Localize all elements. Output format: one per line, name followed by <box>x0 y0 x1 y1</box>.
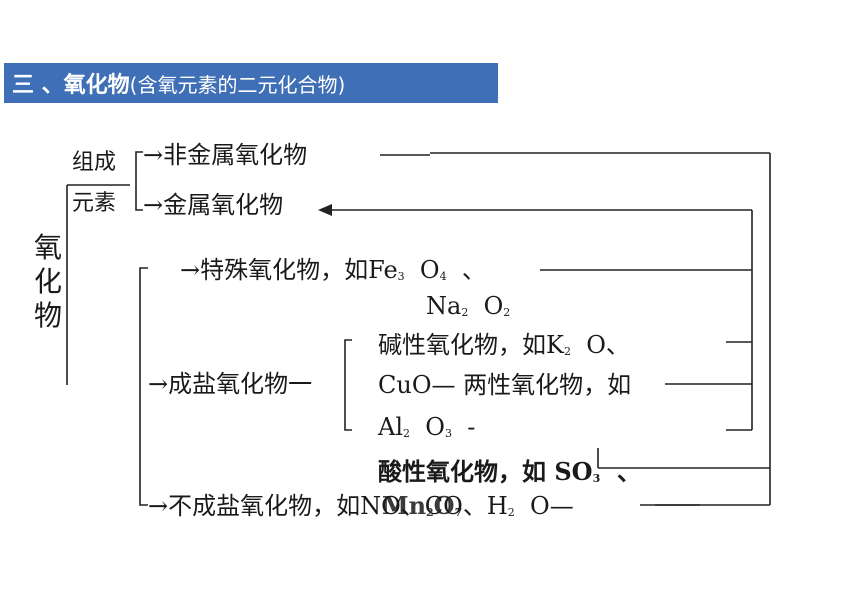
acidic-oxide: 酸性氧化物，如 SO3 、 <box>378 457 641 486</box>
element-bracket <box>135 151 143 211</box>
section-title: 三 、氧化物 (含氧元素的二元化合物) <box>4 63 498 103</box>
root-char-1: 氧 <box>34 231 63 264</box>
basic-oxide: 碱性氧化物，如K2 O、 <box>378 331 630 359</box>
title-sub: (含氧元素的二元化合物) <box>129 72 346 97</box>
special-oxide: →特殊氧化物，如Fe3 O4 、 <box>180 256 486 284</box>
group-label-top: 组成 <box>72 150 117 175</box>
salt-bracket <box>344 339 352 431</box>
root-char-2: 化 <box>34 265 63 298</box>
metal-arrowhead <box>318 204 332 216</box>
non-salt-oxide: →不成盐氧化物，如NO、CO、H2 O— <box>148 492 574 520</box>
special-na2o2: Na2 O2 <box>426 292 511 320</box>
title-main: 三 、氧化物 <box>12 73 130 98</box>
class-bracket <box>139 267 148 506</box>
special-label: →特殊氧化物，如Fe <box>180 256 398 284</box>
nonmetal-oxide: →非金属氧化物 <box>143 141 308 169</box>
al2o3: Al2 O3 - <box>378 413 476 441</box>
salt-forming-oxide: →成盐氧化物一 <box>148 370 313 398</box>
amphoteric-oxide: CuO— 两性氧化物，如 <box>378 371 632 399</box>
root-char-3: 物 <box>34 299 63 332</box>
metal-oxide: →金属氧化物 <box>143 191 284 219</box>
mn2o7: Mn2O7 <box>382 491 463 520</box>
group-label-bottom: 元素 <box>72 191 117 216</box>
